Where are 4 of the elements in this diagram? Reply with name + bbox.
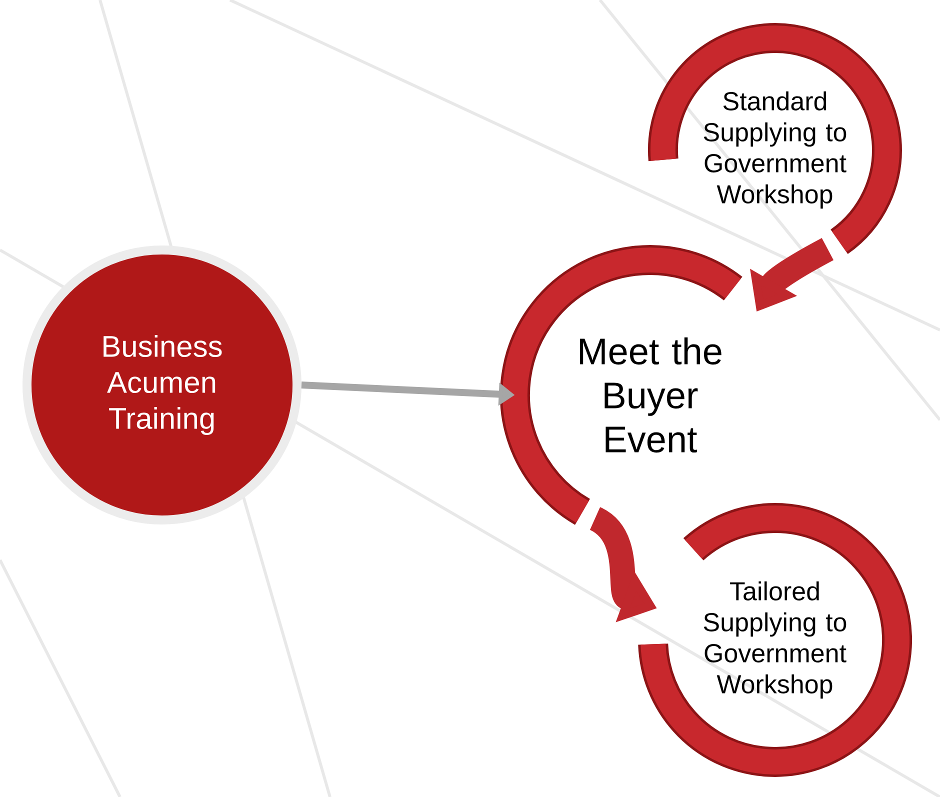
disc-node: Business Acumen Training: [22, 245, 302, 524]
circular-arrow-ring: Standard Supplying to Government Workshop: [648, 23, 902, 254]
circular-arrow-ring: Meet the Buyer Event: [500, 245, 742, 525]
circular-arrow-ring: Tailored Supplying to Government Workshop: [638, 503, 912, 777]
